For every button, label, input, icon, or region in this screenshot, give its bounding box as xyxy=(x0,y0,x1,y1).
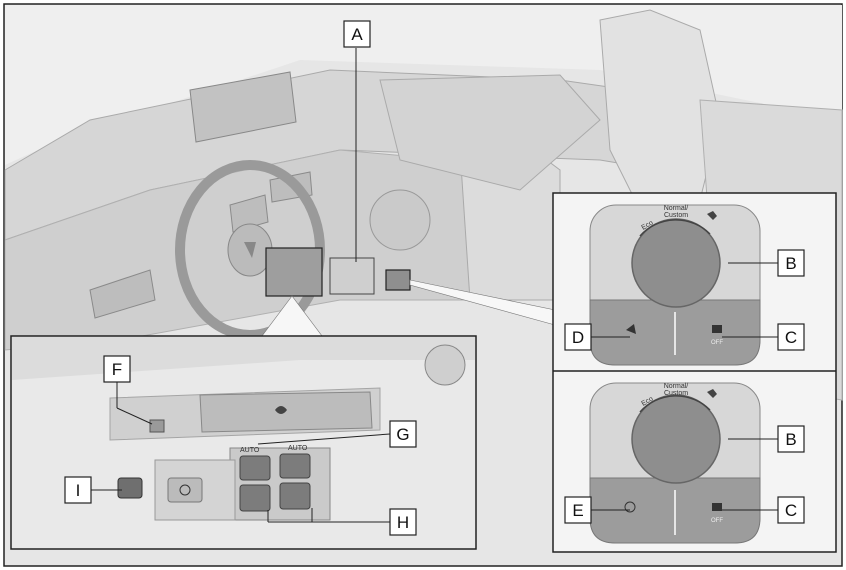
callout-c-bottom: C xyxy=(722,496,805,524)
callout-e: E xyxy=(564,496,630,524)
callout-d-label: D xyxy=(572,328,584,347)
parking-brake-icon xyxy=(179,484,191,496)
dial-top: Eco Normal/ Custom OFF xyxy=(589,204,761,366)
wireless-charge-icon xyxy=(275,406,287,414)
vsc-off-icon-bottom xyxy=(712,503,722,511)
dial-top-custom: Custom xyxy=(664,212,688,219)
dial-top-normal: Normal/ xyxy=(664,205,689,212)
callout-b-top-label: B xyxy=(785,254,796,273)
auto-label-right: AUTO xyxy=(288,445,308,452)
callout-h: H xyxy=(267,508,417,536)
switch-f xyxy=(149,419,165,433)
callout-b-bottom: B xyxy=(728,425,805,453)
callout-f-label: F xyxy=(112,360,122,379)
dial-bottom-custom: Custom xyxy=(664,390,688,397)
dial-bottom-normal: Normal/ xyxy=(664,383,689,390)
vsc-off-icon xyxy=(712,325,722,333)
highlight-box-left xyxy=(265,247,323,297)
callout-c-top: C xyxy=(722,323,805,351)
callout-g-label: G xyxy=(396,425,409,444)
callout-c-bottom-label: C xyxy=(785,501,797,520)
highlight-box-center xyxy=(329,257,375,295)
callout-c-top-label: C xyxy=(785,328,797,347)
sport-icon xyxy=(707,211,717,220)
callout-d: D xyxy=(564,323,630,351)
auto-label-left: AUTO xyxy=(240,447,260,454)
dial-bottom: Eco Normal/ Custom OFF xyxy=(589,382,761,544)
callout-i-label: I xyxy=(76,481,81,500)
switch-i xyxy=(117,477,143,499)
dial-bottom-off: OFF xyxy=(711,518,723,524)
callout-i: I xyxy=(64,476,122,504)
sport-icon-bottom xyxy=(707,389,717,398)
dial-top-off: OFF xyxy=(711,340,723,346)
callout-a: A xyxy=(343,20,371,262)
callout-a-label: A xyxy=(351,25,363,44)
seat-climate-buttons xyxy=(239,453,311,512)
console-inset: AUTO AUTO F G H xyxy=(10,335,477,550)
callout-f: F xyxy=(103,355,153,425)
callout-h-label: H xyxy=(397,513,409,532)
highlight-box-right xyxy=(385,269,411,291)
auto-hold-icon xyxy=(624,501,636,513)
callout-b-top: B xyxy=(728,249,805,277)
callout-b-bottom-label: B xyxy=(785,430,796,449)
drive-mode-inset: Eco Normal/ Custom OFF B C D xyxy=(552,192,837,553)
callout-e-label: E xyxy=(572,501,583,520)
callout-g: G xyxy=(257,420,417,448)
snow-mode-icon xyxy=(626,324,636,334)
